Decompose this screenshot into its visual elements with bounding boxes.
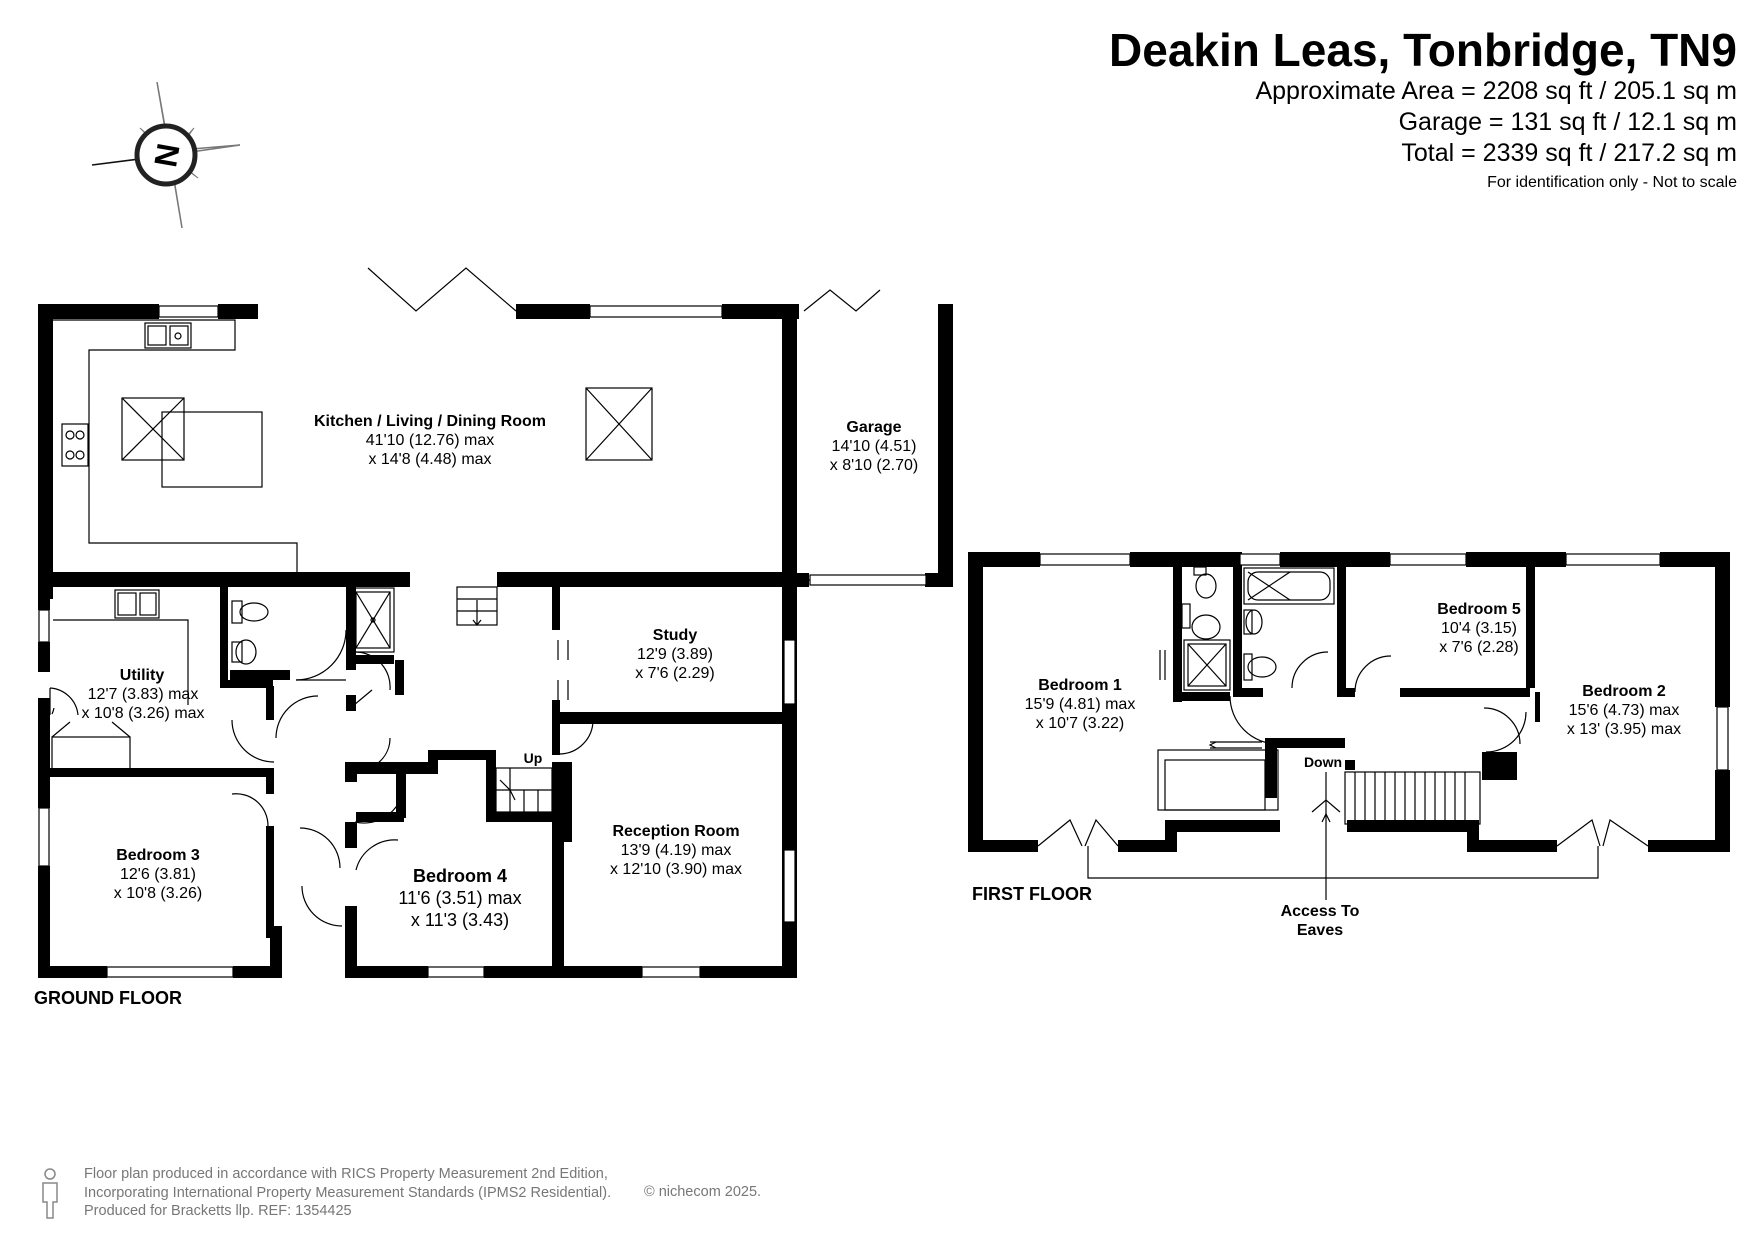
- room-bedroom1: Bedroom 1 15'9 (4.81) max x 10'7 (3.22): [1025, 677, 1136, 732]
- svg-text:x 12'10 (3.90) max: x 12'10 (3.90) max: [610, 861, 742, 878]
- bathroom-fixtures: [231, 587, 395, 665]
- svg-text:14'10 (4.51): 14'10 (4.51): [832, 438, 917, 455]
- svg-text:x 10'8 (3.26): x 10'8 (3.26): [114, 885, 202, 902]
- svg-text:x 10'8 (3.26) max: x 10'8 (3.26) max: [81, 705, 204, 722]
- stairs-up-label: Up: [524, 750, 543, 766]
- footer-copyright: © nichecom 2025.: [644, 1184, 762, 1200]
- svg-text:Bedroom 1: Bedroom 1: [1038, 677, 1122, 694]
- room-bedroom2: Bedroom 2 15'6 (4.73) max x 13' (3.95) m…: [1567, 683, 1681, 738]
- footer-line-2: Incorporating International Property Mea…: [84, 1184, 612, 1201]
- svg-text:x 10'7 (3.22): x 10'7 (3.22): [1036, 715, 1124, 732]
- floor-labels: GROUND FLOOR FIRST FLOOR: [34, 884, 1092, 1008]
- svg-text:Kitchen / Living / Dining Room: Kitchen / Living / Dining Room: [314, 413, 546, 430]
- first-floor-label: FIRST FLOOR: [972, 884, 1092, 904]
- svg-text:Bedroom 5: Bedroom 5: [1437, 601, 1521, 618]
- svg-text:41'10 (12.76) max: 41'10 (12.76) max: [366, 432, 494, 449]
- svg-text:15'9 (4.81) max: 15'9 (4.81) max: [1025, 696, 1136, 713]
- svg-text:12'6 (3.81): 12'6 (3.81): [120, 866, 196, 883]
- bifold-doors: [367, 267, 881, 312]
- svg-text:x 14'8 (4.48) max: x 14'8 (4.48) max: [368, 451, 491, 468]
- svg-text:15'6 (4.73) max: 15'6 (4.73) max: [1569, 702, 1680, 719]
- eaves-label-1: Access To: [1281, 903, 1360, 920]
- room-bedroom5: Bedroom 5 10'4 (3.15) x 7'6 (2.28): [1437, 601, 1521, 656]
- approx-area: Approximate Area = 2208 sq ft / 205.1 sq…: [1255, 77, 1737, 105]
- room-bedroom3: Bedroom 3 12'6 (3.81) x 10'8 (3.26): [114, 847, 202, 902]
- svg-text:13'9 (4.19) max: 13'9 (4.19) max: [621, 842, 732, 859]
- room-kitchen: Kitchen / Living / Dining Room 41'10 (12…: [314, 413, 546, 468]
- svg-text:12'9 (3.89): 12'9 (3.89): [637, 646, 713, 663]
- room-garage: Garage 14'10 (4.51) x 8'10 (2.70): [830, 419, 918, 474]
- room-labels: Kitchen / Living / Dining Room 41'10 (12…: [81, 413, 1681, 939]
- garage-walls: [797, 304, 953, 587]
- room-reception: Reception Room 13'9 (4.19) max x 12'10 (…: [610, 823, 742, 878]
- stairs-down-label: Down: [1304, 754, 1342, 770]
- svg-text:Study: Study: [653, 627, 698, 644]
- page-title: Deakin Leas, Tonbridge, TN9: [1109, 24, 1737, 76]
- kitchen-fixtures: [53, 319, 653, 572]
- ground-floor-label: GROUND FLOOR: [34, 988, 182, 1008]
- footer-line-3: Produced for Bracketts llp. REF: 1354425: [84, 1203, 352, 1219]
- svg-text:11'6 (3.51) max: 11'6 (3.51) max: [398, 888, 521, 908]
- svg-text:Bedroom 2: Bedroom 2: [1582, 683, 1666, 700]
- room-utility: Utility 12'7 (3.83) max x 10'8 (3.26) ma…: [81, 667, 204, 722]
- disclaimer: For identification only - Not to scale: [1487, 174, 1737, 191]
- eaves-access-lines: [1087, 812, 1599, 900]
- ground-floor-walls: [38, 304, 799, 978]
- svg-text:10'4 (3.15): 10'4 (3.15): [1441, 620, 1517, 637]
- svg-text:12'7 (3.83) max: 12'7 (3.83) max: [88, 686, 199, 703]
- svg-text:x 7'6 (2.28): x 7'6 (2.28): [1439, 639, 1519, 656]
- svg-text:x 8'10 (2.70): x 8'10 (2.70): [830, 457, 918, 474]
- total-area: Total = 2339 sq ft / 217.2 sq m: [1401, 139, 1737, 167]
- svg-text:Bedroom 4: Bedroom 4: [413, 866, 507, 886]
- ground-windows: [38, 305, 796, 978]
- svg-text:x 13' (3.95) max: x 13' (3.95) max: [1567, 721, 1681, 738]
- first-stairs: [1311, 771, 1481, 825]
- svg-text:Reception Room: Reception Room: [612, 823, 739, 840]
- ground-stairs: [456, 586, 553, 813]
- footer-line-1: Floor plan produced in accordance with R…: [84, 1166, 608, 1182]
- room-bedroom4: Bedroom 4 11'6 (3.51) max x 11'3 (3.43): [398, 866, 521, 930]
- svg-text:Garage: Garage: [846, 419, 901, 436]
- first-windows: [1039, 553, 1729, 771]
- first-fixtures: [1037, 566, 1649, 847]
- svg-text:Bedroom 3: Bedroom 3: [116, 847, 200, 864]
- eaves-label-2: Eaves: [1297, 922, 1343, 939]
- header: Deakin Leas, Tonbridge, TN9 Approximate …: [1109, 24, 1737, 195]
- person-icon: [42, 1168, 58, 1219]
- svg-text:x 11'3 (3.43): x 11'3 (3.43): [411, 910, 509, 930]
- svg-text:Utility: Utility: [120, 667, 165, 684]
- compass-icon: N: [91, 81, 241, 229]
- svg-text:x 7'6 (2.29): x 7'6 (2.29): [635, 665, 715, 682]
- garage-area: Garage = 131 sq ft / 12.1 sq m: [1398, 108, 1737, 136]
- ground-doors: [231, 629, 594, 927]
- footer: Floor plan produced in accordance with R…: [84, 1165, 611, 1221]
- utility-fixtures: [49, 589, 189, 771]
- room-study: Study 12'9 (3.89) x 7'6 (2.29): [635, 627, 715, 682]
- first-floor-walls: [968, 552, 1730, 852]
